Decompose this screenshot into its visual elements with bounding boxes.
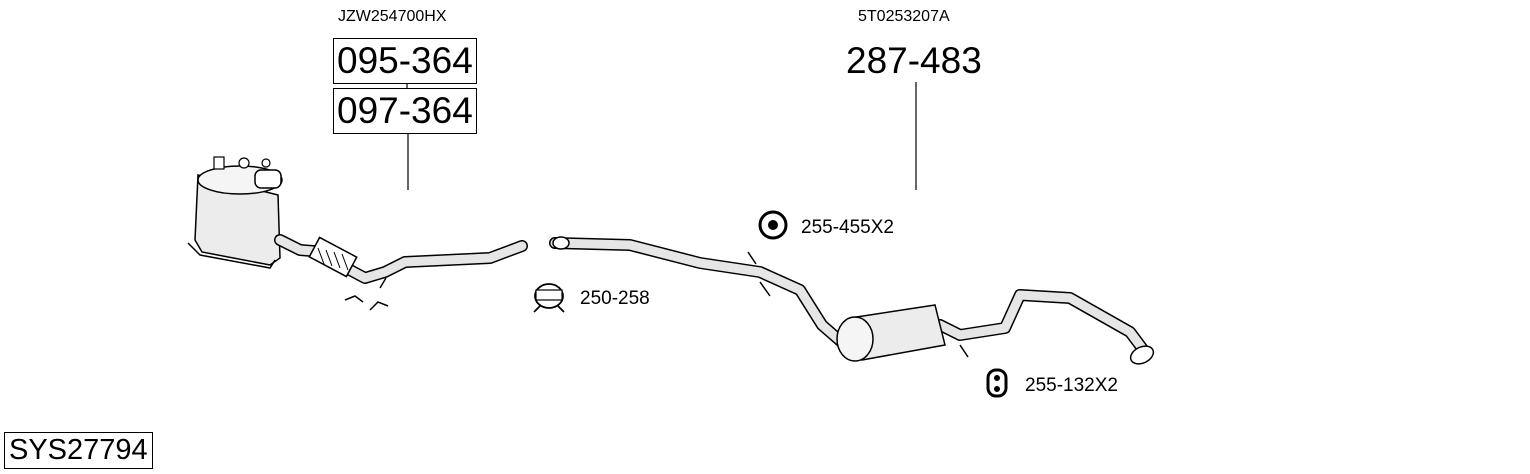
dpf-unit: [187, 156, 283, 269]
clamp-icon: [533, 283, 565, 313]
rubber-mount-icon: [758, 210, 788, 240]
silencer-oem-number: 5T0253207A: [858, 8, 950, 25]
silencer-part-number[interactable]: 287-483: [846, 40, 982, 81]
front-mount-part-number[interactable]: 255-455X2: [801, 217, 894, 238]
rubber-hanger-icon: [986, 368, 1008, 398]
dpf-oem-number: JZW254700HX: [338, 8, 447, 25]
dpf-part-number-1[interactable]: 095-364: [333, 38, 477, 84]
tail-tip: [1129, 345, 1155, 365]
dpf-part-number-2[interactable]: 097-364: [333, 88, 477, 134]
rear-mount-part-number[interactable]: 255-132X2: [1025, 375, 1118, 396]
system-code-label: SYS27794: [4, 432, 153, 469]
front-pipe: [274, 234, 528, 311]
clamp-part-number[interactable]: 250-258: [580, 288, 650, 309]
silencer: [836, 304, 969, 362]
